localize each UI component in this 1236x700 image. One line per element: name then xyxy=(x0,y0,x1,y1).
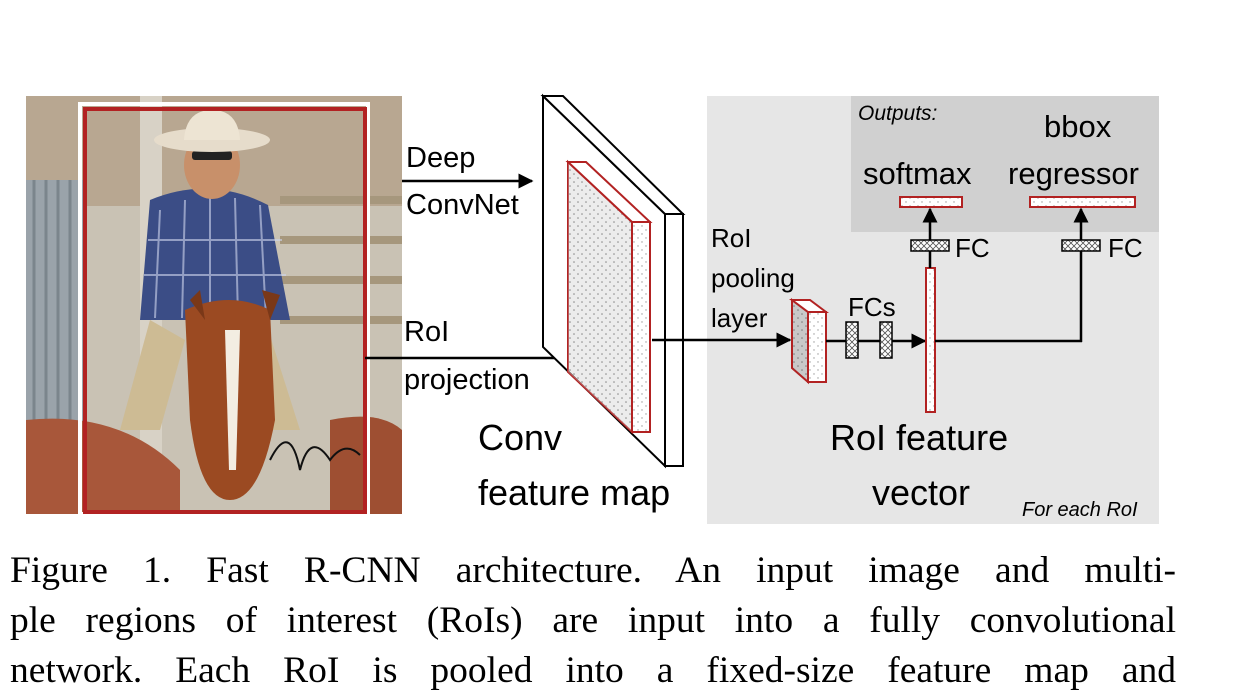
fcs-label: FCs xyxy=(848,292,896,322)
roi-pooling-label-line1: RoI xyxy=(711,223,751,253)
roi-projection-label-line2: projection xyxy=(404,364,530,396)
conv-feature-map-label-line1: Conv xyxy=(478,417,562,458)
fc-softmax-box xyxy=(910,239,950,252)
outputs-panel xyxy=(851,96,1159,232)
roi-feature-label-line2: vector xyxy=(872,472,970,513)
figure-caption: Figure 1. Fast R-CNN architecture. An in… xyxy=(10,546,1176,696)
fc-softmax-label: FC xyxy=(955,233,990,263)
fc-bbox-label: FC xyxy=(1108,233,1143,263)
bbox-label-line1: bbox xyxy=(1044,109,1112,144)
bbox-label-line2: regressor xyxy=(1008,156,1139,191)
outputs-label: Outputs: xyxy=(858,102,937,125)
softmax-label: softmax xyxy=(863,156,972,191)
roi-feature-label-line1: RoI feature xyxy=(830,417,1008,458)
caption-line-1: Figure 1. Fast R-CNN architecture. An in… xyxy=(10,550,1176,591)
roi-projection-label-line1: RoI xyxy=(404,316,449,348)
input-image xyxy=(26,96,402,516)
roi-pooling-block xyxy=(789,298,829,385)
fast-rcnn-diagram: Deep ConvNet RoI projection Conv feature… xyxy=(26,93,1159,524)
conv-feature-map-label-line2: feature map xyxy=(478,472,670,513)
caption-line-3: network. Each RoI is pooled into a fixed… xyxy=(10,650,1176,691)
fc-box-2 xyxy=(879,321,893,359)
conv-feature-map xyxy=(540,93,686,469)
softmax-output-bar xyxy=(899,196,963,208)
roi-pooling-label-line3: layer xyxy=(711,303,768,333)
roi-pooling-label-line2: pooling xyxy=(711,263,795,293)
roi-feature-vector xyxy=(925,267,936,413)
for-each-roi-label: For each RoI xyxy=(1022,499,1138,521)
bbox-output-bar xyxy=(1029,196,1136,208)
caption-line-2: ple regions of interest (RoIs) are input… xyxy=(10,600,1176,641)
fc-bbox-box xyxy=(1061,239,1101,252)
deep-convnet-label-line2: ConvNet xyxy=(406,189,519,221)
deep-convnet-label-line1: Deep xyxy=(406,142,475,174)
fc-box-1 xyxy=(845,321,859,359)
